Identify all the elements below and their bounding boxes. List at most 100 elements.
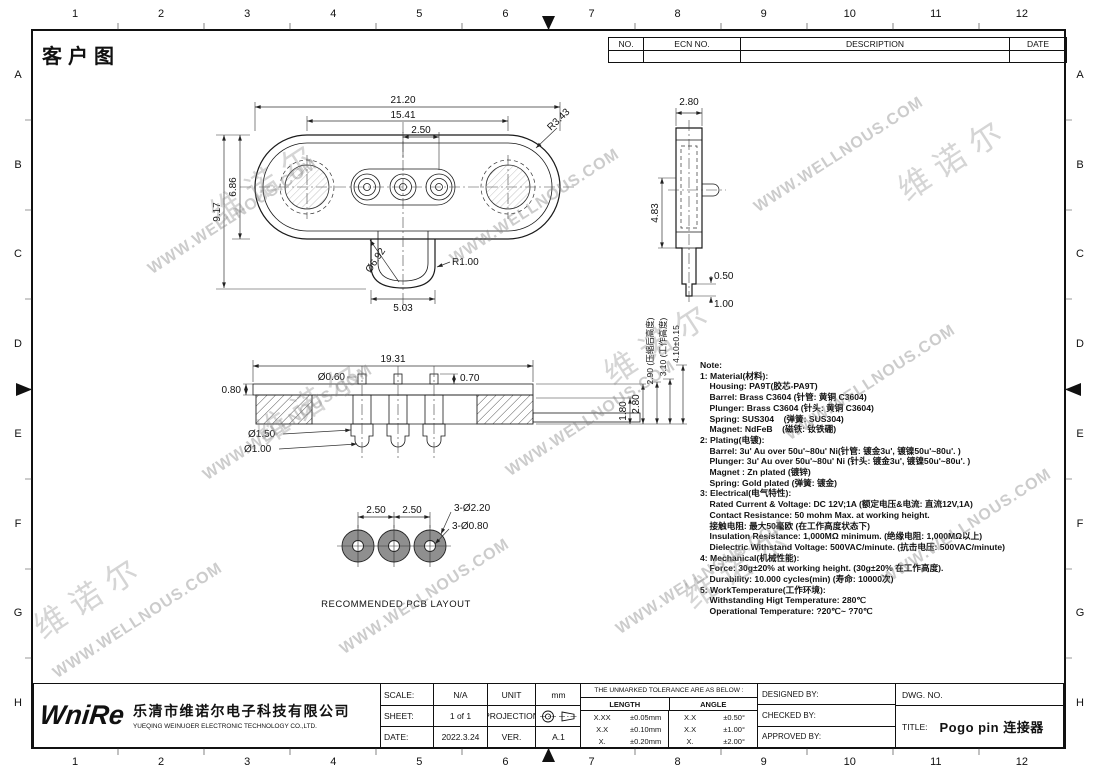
dim-pcb-pitch-b: 2.50 [402,505,422,516]
dim-section-tip-height: 0.70 [460,373,480,384]
dim-pcb-hole-inner: 3-Ø0.80 [452,521,489,532]
ecn-empty-row [609,49,1066,62]
pcb-layout-view: 2.50 2.50 3-Ø2.20 3-Ø0.80 RECOMMENDED PC… [321,503,490,610]
grid-col-label: 5 [416,756,423,768]
grid-row-label: A [1076,68,1084,81]
grid-col-label: 12 [1015,8,1029,20]
dim-section-barrel-dia: Ø1.50 [248,429,276,440]
projection-symbol-cell [535,705,581,726]
grid-col-label: 5 [416,8,423,20]
note-line: 3: Electrical(电气特性): [700,488,792,499]
note-line: Note: [700,360,722,370]
side-view: 2.80 4.83 0.50 1.00 [650,97,734,310]
tolerance-cell: X. [686,736,694,746]
sheet-frame [16,16,1081,762]
tolerance-title: THE UNMARKED TOLERANCE ARE AS BELOW : [581,684,757,698]
note-line: Rated Current & Voltage: DC 12V;1A (额定电压… [700,499,973,510]
dim-side-height: 4.83 [650,203,661,223]
drawing-title-value: Pogo pin 连接器 [939,720,1044,735]
grid-col-label: 9 [760,8,767,20]
dim-section-tail-dia: Ø1.00 [244,444,272,455]
center-mark-bottom [542,748,555,762]
grid-col-label: 10 [843,756,856,768]
dwg-no-label: DWG. NO. [896,684,1063,706]
dim-section-tip-dia: Ø0.60 [318,372,346,383]
meta-table: SCALE: N/A UNIT mm SHEET: 1 of 1 PROJECT… [380,684,581,747]
signoff-block: DESIGNED BY: CHECKED BY: APPROVED BY: [757,684,895,747]
company-names: 乐清市维诺尔电子科技有限公司 YUEQING WEINUOER ELECTRON… [133,701,350,730]
dim-top-overall-height: 9.17 [212,202,223,222]
grid-col-label: 2 [158,8,165,20]
note-line: Withstanding Higt Temperature: 280℃ [700,595,867,606]
company-logo: WniRe [38,700,126,730]
ecn-empty-cell [644,50,741,62]
dim-top-body-height: 6.86 [228,177,239,197]
grid-row-label: C [14,248,22,261]
center-mark-top [542,16,555,30]
checked-by-label: CHECKED BY: [758,704,895,725]
tolerance-cell: ±0.10mm [623,723,669,735]
notes-block: Note:1: Material(材料): Housing: PA9T(胶芯-P… [700,360,1018,617]
grid-col-label: 8 [674,8,681,20]
grid-col-label: 8 [674,756,681,768]
grid-row-label: H [1076,697,1084,710]
grid-col-label: 10 [843,8,856,20]
note-line: 4: Mechanical(机械性能): [700,552,800,563]
note-line: Dielectric Withstand Voltage: 500VAC/min… [700,541,1006,552]
pcb-caption: RECOMMENDED PCB LAYOUT [321,599,471,610]
note-line: Durability: 10.000 cycles(min) (寿命: 1000… [700,574,894,585]
grid-row-label: E [1076,427,1084,440]
dim-top-boss-dia: Ø6.92 [364,246,389,275]
center-mark-right [1065,383,1081,396]
tolerance-block: THE UNMARKED TOLERANCE ARE AS BELOW : LE… [580,684,757,747]
dim-section-housing-height: 2.80 [631,394,642,414]
date-label: DATE: [381,726,433,747]
note-line: Plunger: Brass C3604 (针头: 黄铜 C3604) [700,402,874,413]
tolerance-cell: X.X [684,712,697,722]
unit-label: UNIT [487,684,535,705]
tolerance-cell: X.X [596,724,609,734]
note-line: Housing: PA9T(胶芯-PA9T) [700,381,818,392]
tolerance-cell: X.XX [593,712,611,722]
ver-label: VER. [487,726,535,747]
dim-top-pin-pitch: 2.50 [411,125,431,136]
section-view: 19.31 0.80 Ø0.60 0.70 1.80 2.80 2.90 (压缩… [222,317,687,458]
dim-top-tab-width: 5.03 [393,303,413,314]
grid-row-label: H [14,697,22,710]
top-view: 21.20 15.41 2.50 R3.43 9.17 6.86 Ø6.92 R… [212,95,575,314]
tolerance-cell: ±1.00° [723,724,745,734]
grid-row-label: D [14,338,22,351]
dim-side-tail: 1.00 [714,299,734,310]
grid-col-label: 2 [158,756,165,768]
note-line: Plunger: 3u' Au over 50u'~80u' Ni (针头: 镀… [700,456,971,467]
grid-col-label: 11 [930,756,942,768]
title-label: TITLE: [902,721,928,732]
tolerance-cell: ±0.50° [723,712,745,722]
date-value: 2022.3.24 [433,726,487,747]
grid-col-label: 6 [502,756,509,768]
grid-row-label: F [14,517,22,530]
tolerance-headers: LENGTH ANGLE [581,698,757,711]
ecn-col-date: DATE [1026,38,1050,49]
note-line: 接触电阻: 最大50毫欧 (在工作高度状态下) [700,520,870,531]
ecn-empty-cell [741,50,1010,62]
company-name-en: YUEQING WEINUOER ELECTRONIC TECHNOLOGY C… [133,723,317,730]
ecn-empty-cell [609,50,644,62]
ecn-col-ecn-no: ECN NO. [644,38,741,50]
grid-row-label: B [1076,158,1084,171]
projection-label: PROJECTION [487,705,535,726]
note-line: Force: 30g±20% at working height. (30g±2… [700,563,944,574]
ecn-header-row: NO. ECN NO. DESCRIPTION DATE [609,38,1066,50]
tolerance-angle-header: ANGLE [700,699,727,709]
drawing-title-row: TITLE: Pogo pin 连接器 [896,706,1063,747]
grid-col-label: 12 [1015,756,1029,768]
note-line: Barrel: 3u' Au over 50u'~80u' Ni(针管: 镀金3… [700,445,961,456]
designed-by-label: DESIGNED BY: [762,689,819,699]
sheet-value: 1 of 1 [433,705,487,726]
note-line: Insulation Resistance: 1,000MΩ minimum. … [700,531,983,542]
ecn-table: NO. ECN NO. DESCRIPTION DATE [608,37,1067,63]
